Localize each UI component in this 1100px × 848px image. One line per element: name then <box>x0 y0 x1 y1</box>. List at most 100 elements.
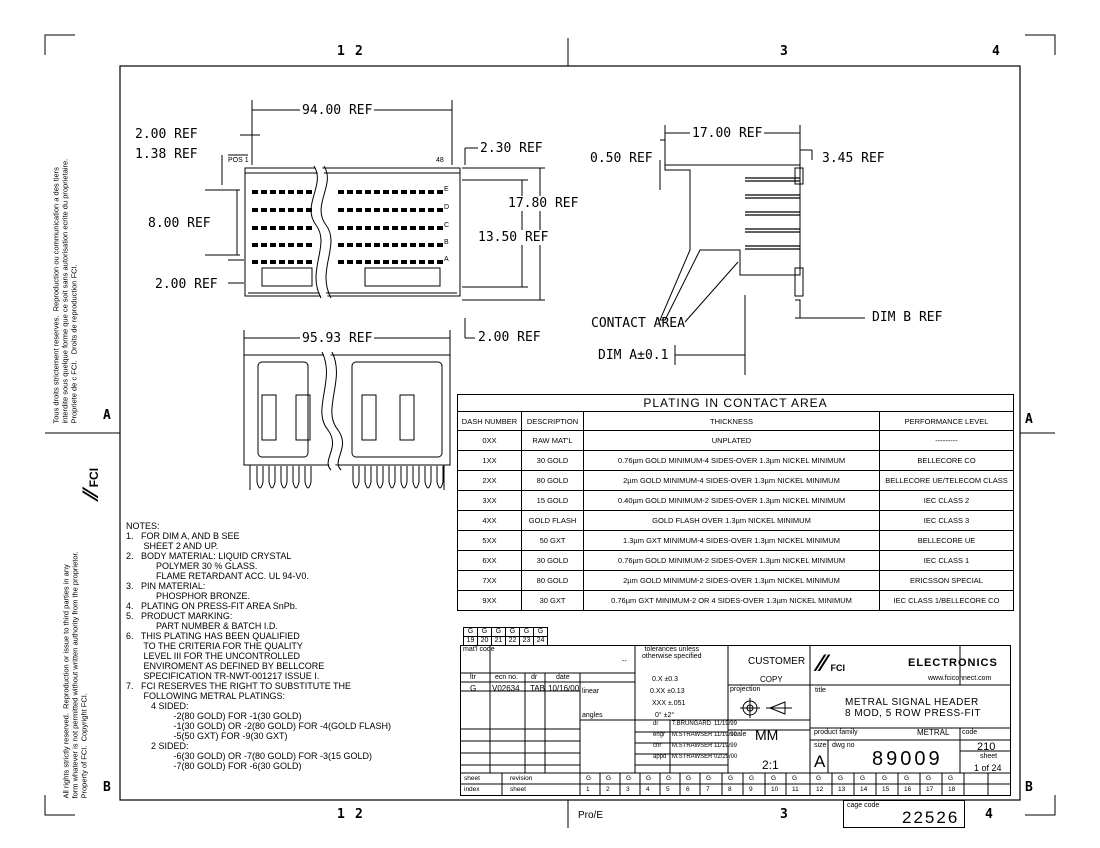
contact-pin <box>365 190 371 194</box>
sheet-row-cell: G <box>904 775 910 782</box>
index-row-cell: 14 <box>860 786 868 793</box>
contact-pin <box>297 260 303 264</box>
sheet-row-cell: sheet <box>464 775 480 782</box>
description-cell: 15 GOLD <box>521 490 584 511</box>
contact-pin <box>338 208 344 212</box>
dim-2-ref-lower: 2.00 REF <box>155 277 218 292</box>
fci-logo-icon: ⁄⁄ <box>818 650 827 677</box>
contact-pin <box>374 190 380 194</box>
date-header: date <box>556 674 570 681</box>
rev-ltr: G <box>470 684 477 693</box>
contact-pin <box>401 243 407 247</box>
zone-top-2: 2 <box>355 44 363 59</box>
row-label-a: A <box>444 256 449 263</box>
contact-pin <box>428 190 434 194</box>
sheet-row-cell: G <box>838 775 844 782</box>
contact-pin <box>252 243 258 247</box>
dash-number-cell: 0XX <box>457 430 522 451</box>
description-cell: 30 GOLD <box>521 550 584 571</box>
sheet-row-cell: G <box>792 775 798 782</box>
contact-pin <box>410 208 416 212</box>
zone-right-a: A <box>1025 412 1033 427</box>
tol-angles: 0° ±2° <box>655 712 675 719</box>
contact-pin <box>306 226 312 230</box>
row-label-e: E <box>444 186 449 193</box>
index-row-cell: 3 <box>626 786 630 793</box>
dim-17-ref: 17.00 REF <box>690 126 765 141</box>
header-description: DESCRIPTION <box>521 411 584 431</box>
fci-logo-icon: ⁄⁄ <box>78 490 103 498</box>
contact-pin <box>338 260 344 264</box>
contact-pin <box>401 226 407 230</box>
contact-pin <box>261 243 267 247</box>
index-row-cell: 10 <box>771 786 779 793</box>
dim-95-93-ref: 95.93 REF <box>300 331 375 346</box>
index-row-cell: 6 <box>686 786 690 793</box>
contact-pin <box>252 190 258 194</box>
dim-2-30-ref: 2.30 REF <box>480 141 543 156</box>
scale-value: 2:1 <box>762 758 779 772</box>
description-cell: GOLD FLASH <box>521 510 584 531</box>
size-value: A <box>814 752 826 771</box>
revision-letter: G <box>533 627 548 637</box>
revision-letter: G <box>505 627 520 637</box>
contact-pin <box>437 260 443 264</box>
sheet-row-cell: G <box>749 775 755 782</box>
zone-bottom-3: 3 <box>780 807 788 822</box>
contact-pin <box>374 208 380 212</box>
sheet-row-cell: G <box>948 775 954 782</box>
contact-pin <box>356 190 362 194</box>
scale-label: scale <box>730 731 747 738</box>
contact-pin <box>297 226 303 230</box>
contact-pin <box>374 243 380 247</box>
signoff-date: 11/19/99 <box>714 743 737 749</box>
rev-date: 10/16/00 <box>548 684 580 693</box>
row-label-d: D <box>444 204 450 211</box>
dash-number-cell: 2XX <box>457 470 522 491</box>
contact-pin <box>419 260 425 264</box>
performance-cell: IEC CLASS 1/BELLECORE CO <box>879 590 1014 611</box>
sheet-row-cell: G <box>816 775 822 782</box>
dwg-no-value: 89009 <box>872 748 943 770</box>
signoff-role: appd <box>653 754 667 760</box>
contact-pin <box>279 243 285 247</box>
contact-pin <box>261 260 267 264</box>
contact-pin <box>338 243 344 247</box>
tol-xxx: XXX ±.051 <box>652 700 686 707</box>
fci-logo-side: ⁄⁄ FCI <box>78 467 103 498</box>
contact-pin <box>347 226 353 230</box>
dash-number-cell: 4XX <box>457 510 522 531</box>
contact-pin <box>392 190 398 194</box>
dim-8-ref: 8.00 REF <box>148 216 211 231</box>
zone-left-b: B <box>103 780 111 795</box>
signoff-date: 11/19/99 <box>714 721 737 727</box>
side-view <box>659 125 865 375</box>
contact-pin <box>374 260 380 264</box>
plating-table: PLATING IN CONTACT AREA DASH NUMBER DESC… <box>457 394 1014 611</box>
thickness-cell: 1.3µm GXT MINIMUM-4 SIDES-OVER 1.3µm NIC… <box>583 530 880 551</box>
contact-pin <box>410 226 416 230</box>
matl-code-value: -- <box>622 658 627 665</box>
contact-pin <box>306 260 312 264</box>
index-row-cell: 8 <box>728 786 732 793</box>
fci-logo-titleblock: ⁄⁄ FCI <box>818 650 845 677</box>
contact-pin <box>365 260 371 264</box>
side-contact <box>745 211 800 216</box>
revision-letter: G <box>477 627 492 637</box>
customer-label: CUSTOMER <box>748 656 806 667</box>
contact-pin <box>288 208 294 212</box>
index-row-cell: sheet <box>510 786 526 793</box>
contact-pin <box>410 243 416 247</box>
sheet-row-cell: G <box>606 775 612 782</box>
contact-pin <box>261 208 267 212</box>
contact-pin <box>288 226 294 230</box>
press-fit-pin <box>292 466 300 489</box>
pos-48-label: 48 <box>436 157 444 164</box>
zone-right-b: B <box>1025 780 1033 795</box>
contact-pin <box>356 208 362 212</box>
description-cell: 80 GOLD <box>521 470 584 491</box>
ltr-header: ltr <box>470 674 476 681</box>
